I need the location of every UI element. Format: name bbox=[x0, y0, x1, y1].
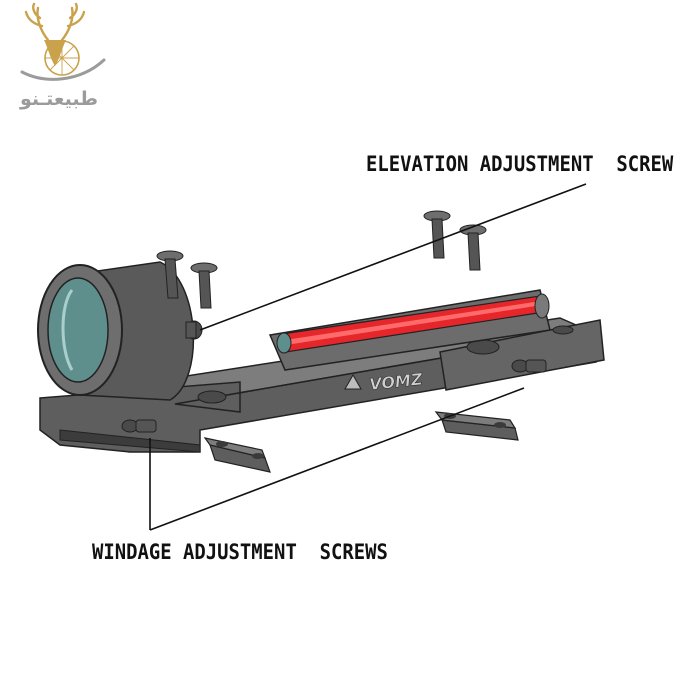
lens-reflection bbox=[61, 289, 74, 371]
mount-screw bbox=[459, 224, 487, 271]
fiber-end-cap bbox=[276, 332, 292, 354]
brand-name: طبیعتـنو bbox=[19, 88, 99, 110]
lens-glass bbox=[47, 277, 109, 383]
deer-antler-logo-icon bbox=[20, 2, 106, 81]
windage-adjustment-label: WINDAGE ADJUSTMENT SCREWS bbox=[92, 540, 388, 564]
windage-leader-line-right bbox=[149, 387, 525, 531]
elevation-adjustment-label: ELEVATION ADJUSTMENT SCREW bbox=[366, 152, 674, 176]
fiber-rear-cap bbox=[534, 293, 550, 319]
mount-screw bbox=[156, 250, 184, 299]
fiber-optic-tube bbox=[268, 289, 551, 371]
windage-screw-icon bbox=[511, 359, 547, 373]
elevation-leader-line bbox=[199, 183, 587, 331]
red-fiber-highlight bbox=[285, 301, 542, 345]
screws bbox=[121, 210, 547, 433]
mount-screw bbox=[190, 262, 218, 309]
mounting-plates bbox=[203, 411, 519, 473]
mount-plate bbox=[203, 437, 271, 473]
windage-screw-icon bbox=[121, 419, 157, 433]
vomz-logo-icon bbox=[344, 373, 362, 390]
leader-lines bbox=[149, 183, 587, 531]
elevation-screw-icon bbox=[185, 320, 203, 340]
mount-plate bbox=[434, 411, 519, 441]
base-dovetail bbox=[59, 429, 201, 453]
mount-hole bbox=[552, 325, 574, 335]
mount-hole bbox=[197, 390, 227, 404]
brand-logo: طبیعتـنو bbox=[0, 0, 118, 118]
mount-screw bbox=[423, 210, 451, 259]
